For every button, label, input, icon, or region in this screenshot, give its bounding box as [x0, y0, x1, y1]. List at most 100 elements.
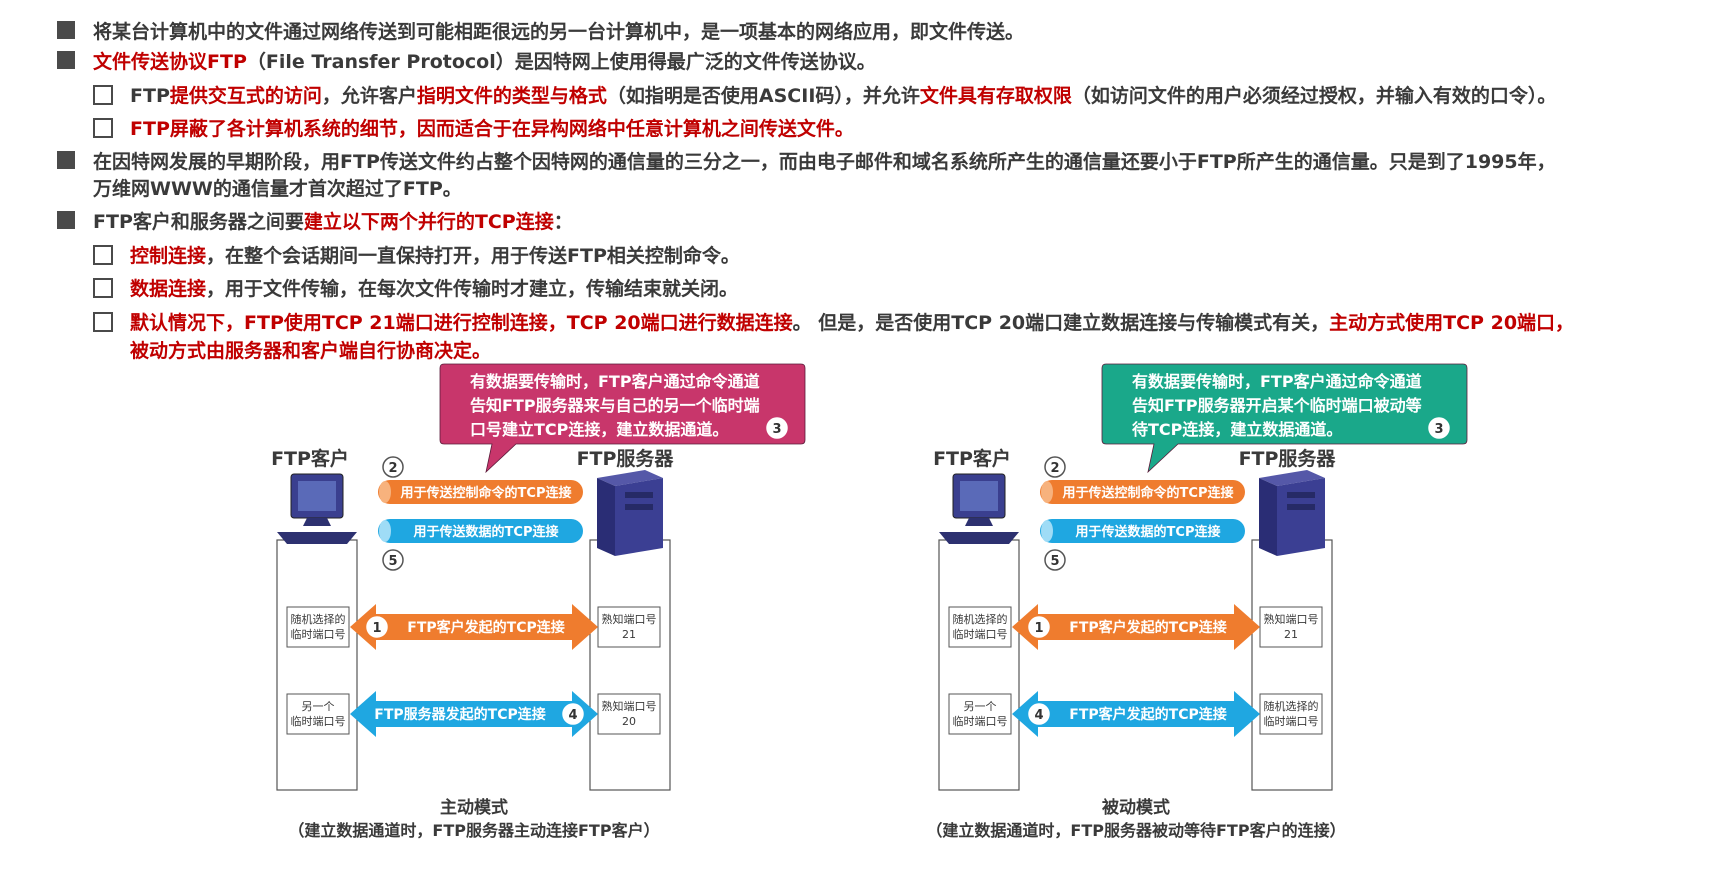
text-segment: FTP	[130, 85, 170, 107]
server-slot	[1287, 504, 1315, 510]
client-port-box	[286, 693, 350, 735]
data-connection-label: 用于传送数据的TCP连接	[1075, 524, 1221, 540]
step-number-2-circle	[382, 456, 404, 478]
mode-title: 被动模式	[1102, 797, 1170, 818]
step-number-5: 5	[1050, 554, 1059, 569]
step-number-5: 5	[388, 554, 397, 569]
client-column	[938, 539, 1020, 791]
callout-text: 告知FTP服务器开启某个临时端口被动等	[1132, 396, 1422, 415]
server-label: FTP服务器	[1239, 447, 1337, 470]
bullet-checkbox-icon	[93, 85, 113, 105]
callout-bubble	[439, 363, 806, 474]
data-connection-label: 用于传送数据的TCP连接	[413, 524, 559, 540]
bullet-checkbox-icon	[93, 278, 113, 298]
bullet-text: 在因特网发展的早期阶段，用FTP传送文件约占整个因特网的通信量的三分之一，而由电…	[93, 147, 1556, 174]
server-label: FTP服务器	[577, 447, 675, 470]
server-port-box	[1259, 693, 1323, 735]
step-number-2: 2	[388, 461, 397, 476]
text-segment: （如访问文件的用户必须经过授权，并输入有效的口令）。	[1071, 85, 1557, 107]
callout-text: 有数据要传输时，FTP客户通过命令通道	[470, 372, 760, 391]
bullet-square-icon	[57, 21, 75, 39]
step-number-5-circle	[382, 549, 404, 571]
text-segment: 。 但是，是否使用TCP 20端口建立数据连接与传输模式有关，	[792, 312, 1330, 334]
highlight-text: 指明文件的类型与格式	[416, 85, 607, 107]
text-segment: 万维网WWW的通信量才首次超过了FTP。	[93, 178, 462, 200]
server-icon	[1277, 478, 1325, 556]
bullet-text: FTP屏蔽了各计算机系统的细节，因而适合于在异构网络中任意计算机之间传送文件。	[130, 114, 854, 141]
text-segment: ，允许客户	[321, 85, 417, 107]
server-port-box-text: 熟知端口号	[1264, 612, 1319, 626]
text-segment: ，用于文件传输，在每次文件传输时才建立，传输结束就关闭。	[206, 278, 739, 300]
client-port-box-text: 临时端口号	[953, 714, 1008, 728]
monitor-screen	[298, 481, 336, 511]
bullet-checkbox-icon	[93, 118, 113, 138]
step-number-1-circle	[366, 616, 388, 638]
text-segment: 将某台计算机中的文件通过网络传送到可能相距很远的另一台计算机中，是一项基本的网络…	[93, 21, 1025, 43]
step-number-1: 1	[1034, 621, 1043, 636]
callout-bubble	[1101, 363, 1468, 474]
server-port-box	[1259, 606, 1323, 648]
bullet-text: 将某台计算机中的文件通过网络传送到可能相距很远的另一台计算机中，是一项基本的网络…	[93, 17, 1024, 44]
step-number-4-circle	[1028, 703, 1050, 725]
client-port-box	[286, 606, 350, 648]
client-column	[276, 539, 358, 791]
step-number-4: 4	[568, 708, 577, 723]
callout-step-number-circle	[766, 417, 788, 439]
callout-text: 口号建立TCP连接，建立数据通道。	[470, 420, 728, 439]
server-side	[1259, 478, 1277, 556]
highlight-text: FTP屏蔽了各计算机系统的细节，因而适合于在异构网络中任意计算机之间传送文件。	[130, 118, 854, 140]
server-slot	[625, 492, 653, 498]
step-number-4: 4	[1034, 708, 1043, 723]
bullet-square-icon	[57, 151, 75, 169]
client-port-box-text: 另一个	[302, 700, 335, 713]
client-port-box-text: 随机选择的	[953, 612, 1008, 626]
bullet-text: 控制连接，在整个会话期间一直保持打开，用于传送FTP相关控制命令。	[130, 241, 740, 268]
callout-step-number: 3	[772, 422, 781, 437]
text-segment: FTP客户和服务器之间要	[93, 211, 304, 233]
text-segment: 在因特网发展的早期阶段，用FTP传送文件约占整个因特网的通信量的三分之一，而由电…	[93, 151, 1556, 173]
data-connection-pipe	[378, 519, 583, 543]
bullet-text: 数据连接，用于文件传输，在每次文件传输时才建立，传输结束就关闭。	[130, 274, 738, 301]
client-port-box-text: 另一个	[964, 700, 997, 713]
callout-text: 有数据要传输时，FTP客户通过命令通道	[1132, 372, 1422, 391]
server-port-box-text: 21	[622, 628, 636, 641]
arrow-connection-2	[1012, 691, 1260, 737]
bullet-checkbox-icon	[93, 245, 113, 265]
client-port-box-text: 临时端口号	[953, 627, 1008, 641]
server-port-box	[597, 693, 661, 735]
bullet-square-icon	[57, 51, 75, 69]
control-connection-pipe-end	[379, 481, 391, 503]
passive-mode-diagram: 有数据要传输时，FTP客户通过命令通道告知FTP服务器开启某个临时端口被动等待T…	[912, 362, 1512, 852]
diagram-svg: 有数据要传输时，FTP客户通过命令通道告知FTP服务器来与自己的另一个临时端口号…	[271, 363, 806, 840]
monitor-stand	[303, 518, 331, 526]
step-number-2: 2	[1050, 461, 1059, 476]
server-port-box-text: 熟知端口号	[602, 612, 657, 626]
server-side	[597, 478, 615, 556]
arrow-connection-1	[350, 604, 598, 650]
bullet-checkbox-icon	[93, 312, 113, 332]
server-top	[1259, 470, 1325, 486]
server-top	[597, 470, 663, 486]
mode-subtitle: （建立数据通道时，FTP服务器主动连接FTP客户）	[288, 821, 659, 840]
server-port-box-text: 随机选择的	[1264, 699, 1319, 713]
server-slot	[1287, 492, 1315, 498]
client-port-box	[948, 606, 1012, 648]
highlight-text: 提供交互式的访问	[169, 85, 322, 107]
client-port-box	[948, 693, 1012, 735]
bullet-text: 被动方式由服务器和客户端自行协商决定。	[130, 336, 491, 363]
callout-step-number: 3	[1434, 422, 1443, 437]
text-segment: ：	[553, 211, 573, 233]
highlight-text: 文件传送协议FTP	[93, 51, 247, 73]
bullet-text: FTP客户和服务器之间要建立以下两个并行的TCP连接：	[93, 207, 573, 234]
diagram-svg: 有数据要传输时，FTP客户通过命令通道告知FTP服务器开启某个临时端口被动等待T…	[926, 363, 1468, 840]
highlight-text: 文件具有存取权限	[919, 85, 1072, 107]
keyboard-icon	[277, 532, 357, 544]
server-port-box-text: 临时端口号	[1264, 714, 1319, 728]
server-port-box-text: 20	[622, 715, 636, 728]
highlight-text: 默认情况下，FTP使用TCP 21端口进行控制连接，TCP 20端口进行数据连接	[130, 312, 793, 334]
arrow-1-label: FTP客户发起的TCP连接	[1069, 619, 1226, 636]
step-number-1-circle	[1028, 616, 1050, 638]
highlight-text: 数据连接	[130, 278, 207, 300]
highlight-text: 建立以下两个并行的TCP连接	[303, 211, 554, 233]
control-connection-pipe	[1040, 480, 1245, 504]
